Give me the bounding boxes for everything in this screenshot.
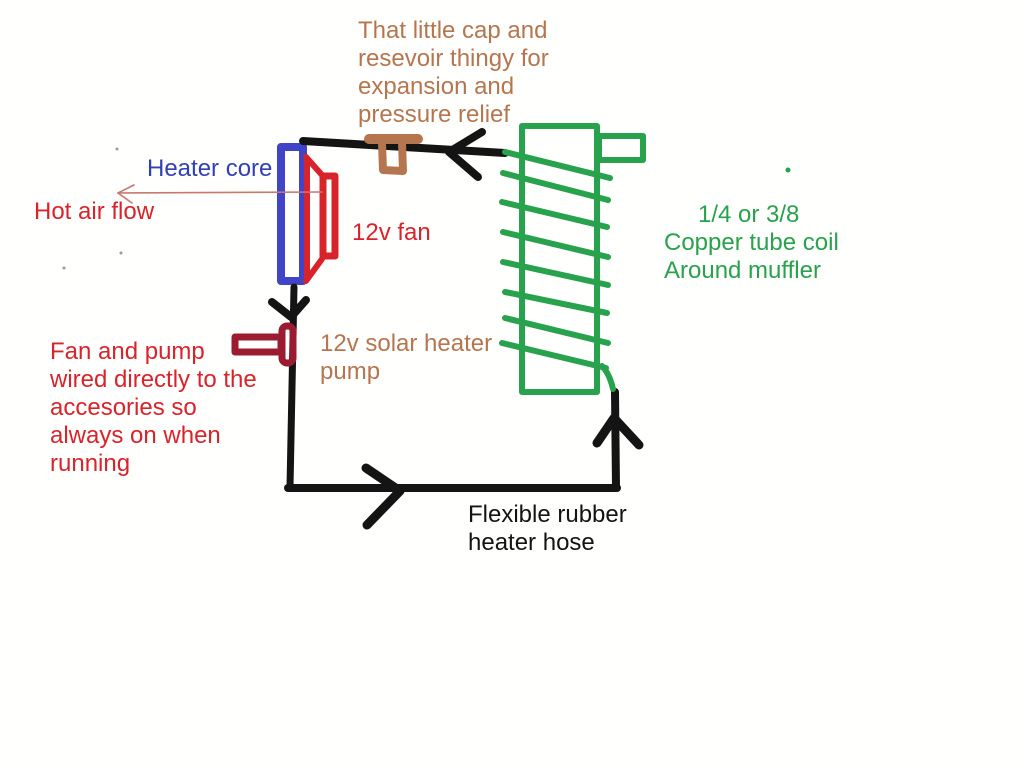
hose-label: Flexible rubber heater hose	[468, 501, 627, 556]
hot-air-flow-arrow	[117, 184, 323, 204]
coil-port-shape	[596, 133, 646, 163]
expansion-cap-shape	[364, 134, 423, 175]
arrow-left-icon	[445, 128, 486, 181]
stray-specks	[62, 147, 791, 270]
heater-core-label: Heater core	[147, 155, 273, 182]
gray-speck	[62, 266, 66, 270]
hose-lines	[268, 128, 644, 530]
fan-label: 12v fan	[352, 219, 431, 246]
coil-shape	[499, 123, 646, 395]
coil-outlet-shape	[599, 363, 616, 392]
cap-reservoir-note: That little cap and resevoir thingy for …	[358, 17, 549, 128]
coil-size-label: 1/4 or 3/8	[698, 201, 800, 228]
coil-label: Copper tube coil Around muffler	[664, 229, 839, 284]
pump-shape	[231, 322, 297, 367]
hot-air-flow-label: Hot air flow	[34, 198, 155, 225]
arrow-right-icon	[361, 463, 405, 530]
gray-speck	[119, 251, 123, 255]
wiring-note: Fan and pump wired directly to the acces…	[50, 338, 257, 477]
pump-label: 12v solar heater pump	[320, 330, 493, 385]
heater-core-shape	[277, 143, 307, 285]
arrow-down-icon	[268, 296, 310, 321]
gray-speck	[115, 147, 119, 151]
fan-shape	[303, 154, 339, 284]
green-speck	[785, 167, 791, 173]
arrow-up-icon	[592, 413, 644, 450]
